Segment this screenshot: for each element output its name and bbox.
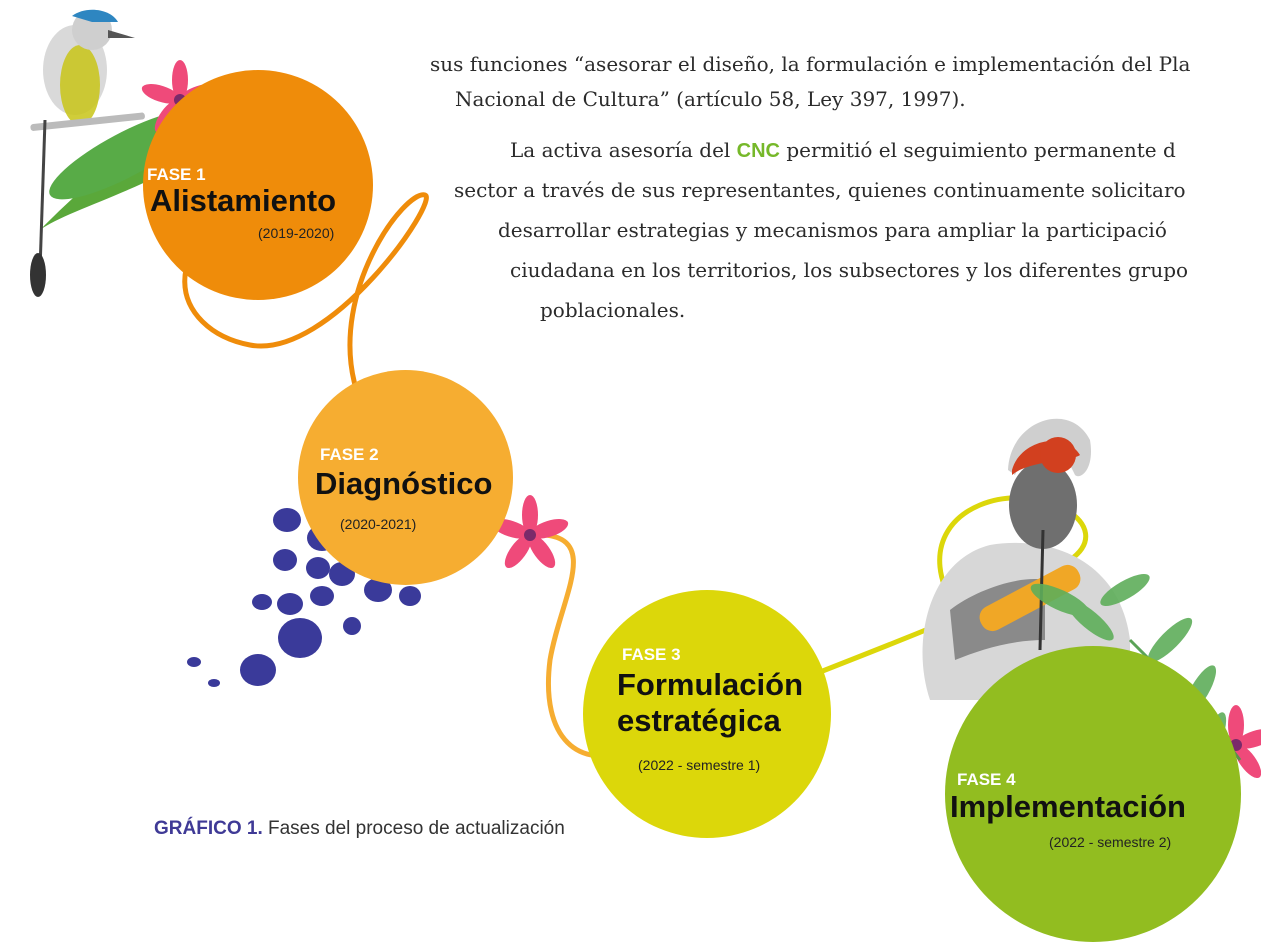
phase-2-fase-label: FASE 2 [320,445,379,464]
phase-4-fase-label: FASE 4 [957,770,1016,789]
phase-2-name: Diagnóstico [315,466,493,501]
phase-1-fase-label: FASE 1 [147,165,206,184]
pink-flower-icon [491,495,569,569]
phase-circle-1 [143,70,373,300]
cnc-highlight: CNC [736,140,781,162]
body-text-line-5: desarrollar estrategias y mecanismos par… [498,218,1167,242]
caption-text: Fases del proceso de actualización [262,818,565,839]
phase-3-years: (2022 - semestre 1) [638,757,761,773]
phase-1-years: (2019-2020) [258,225,335,241]
body-text-line-6: ciudadana en los territorios, los subsec… [510,258,1189,282]
connector-line-2-3 [542,532,633,759]
phase-3-name-line-2: estratégica [617,703,781,738]
body-text-line-4: sector a través de sus representantes, q… [454,178,1186,202]
phase-4-years: (2022 - semestre 2) [1049,834,1172,850]
phase-circle-2 [298,370,513,585]
caption-lead: GRÁFICO 1. [154,818,263,839]
phase-3-fase-label: FASE 3 [622,645,681,664]
phase-circle-4 [945,646,1241,942]
body-text-line-7: poblacionales. [540,298,686,322]
connector-line-1-2 [182,192,429,388]
body-text-line-3-end: permitió el seguimiento permanente d [780,138,1176,162]
figure-caption: GRÁFICO 1. Fases del proceso de actualiz… [154,818,565,840]
body-text-line-3: La activa asesoría del CNC permitió el s… [510,138,1176,163]
phase-1-name: Alistamiento [150,183,337,218]
body-text-line-1: sus funciones “asesorar el diseño, la fo… [430,52,1191,76]
phase-circle-3 [583,590,831,838]
phase-3-name-line-1: Formulación [617,667,804,702]
body-text-line-3-start: La activa asesoría del [510,138,737,162]
phase-2-years: (2020-2021) [340,516,417,532]
phase-4-name: Implementación [950,789,1186,824]
body-text-line-2: Nacional de Cultura” (artículo 58, Ley 3… [455,87,966,111]
